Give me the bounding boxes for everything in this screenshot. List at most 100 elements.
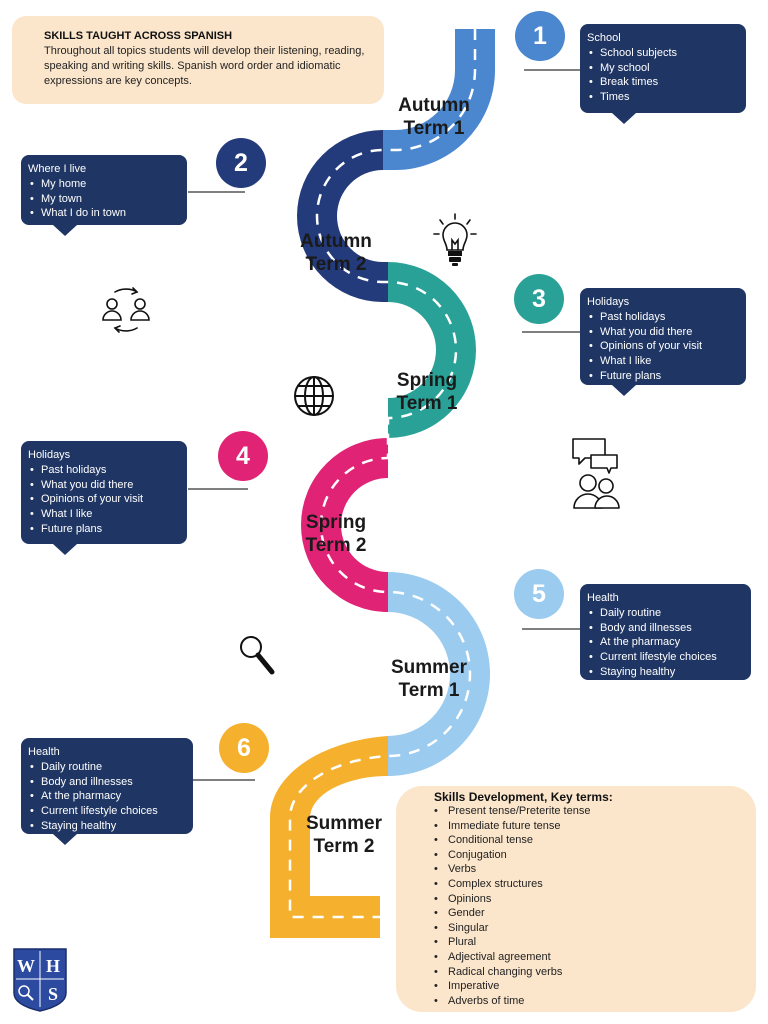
topic-title: Health [28,746,60,758]
term-label-summer-2: Summer Term 2 [289,812,399,858]
term-label-line2: Term 2 [305,254,367,275]
bubble-tail [612,385,636,396]
road-segment-autumn-1 [383,29,495,170]
term-number-3: 3 [514,274,564,324]
term-label-autumn-1: Autumn Term 1 [379,94,489,140]
topic-item: My school [587,61,738,76]
term-label-autumn-2: Autumn Term 2 [281,230,391,276]
topic-item: Staying healthy [587,665,743,680]
topic-item: What I like [28,507,179,522]
key-term-item: Opinions [434,892,746,907]
intro-title: SKILLS TAUGHT ACROSS SPANISH [44,30,233,42]
term-label-line1: Spring [305,512,367,533]
bubble-tail [53,225,77,236]
topic-item: My home [28,177,179,192]
bubble-tail [53,544,77,555]
term-number-2: 2 [216,138,266,188]
topic-item: Staying healthy [28,819,185,834]
road-segment-autumn-2 [297,130,388,302]
topic-item: Body and illnesses [28,775,185,790]
key-term-item: Radical changing verbs [434,965,746,980]
bubble-tail [53,834,77,845]
topic-item: Daily routine [587,606,743,621]
topic-item: What you did there [28,478,179,493]
topic-item: Future plans [28,522,179,537]
road-segment-summer-2 [269,736,388,938]
topic-item: Current lifestyle choices [587,650,743,665]
school-logo: W H S [13,948,67,1012]
topic-item: At the pharmacy [587,635,743,650]
key-terms-title: Skills Development, Key terms: [434,790,613,804]
term-number-5: 5 [514,569,564,619]
key-term-item: Complex structures [434,877,746,892]
road-segment-summer-1 [388,572,490,776]
globe-icon [294,376,334,416]
intro-panel: SKILLS TAUGHT ACROSS SPANISH Throughout … [12,16,384,104]
term-label-line1: Summer [305,813,383,834]
topic-bubble-6: Health Daily routine Body and illnesses … [21,738,193,834]
topic-item: Future plans [587,369,738,384]
term-label-line1: Autumn [398,95,470,116]
term-label-line1: Autumn [300,231,372,252]
topic-item: Body and illnesses [587,621,743,636]
topic-title: Health [587,592,619,604]
topic-item: At the pharmacy [28,789,185,804]
people-exchange-icon [102,287,150,333]
topic-title: Where I live [28,163,87,175]
svg-text:H: H [46,956,60,976]
topic-item: Past holidays [587,310,738,325]
key-term-item: Immediate future tense [434,819,746,834]
lightbulb-icon [433,213,477,266]
term-label-spring-1: Spring Term 1 [372,369,482,415]
key-terms-panel: Skills Development, Key terms: Present t… [396,786,756,1012]
key-term-item: Adverbs of time [434,994,746,1009]
topic-bubble-2: Where I live My home My town What I do i… [21,155,187,225]
topic-item: Break times [587,75,738,90]
topic-item: School subjects [587,46,738,61]
key-term-item: Verbs [434,862,746,877]
key-term-item: Adjectival agreement [434,950,746,965]
topic-item: What I do in town [28,206,179,221]
key-term-item: Present tense/Preterite tense [434,804,746,819]
term-label-line1: Summer [390,657,468,678]
topic-bubble-3: Holidays Past holidays What you did ther… [580,288,746,385]
term-label-spring-2: Spring Term 2 [281,511,391,557]
key-term-item: Conditional tense [434,833,746,848]
speech-people-icon [572,438,620,509]
term-label-line1: Spring [396,370,458,391]
magnifier-icon [240,636,275,675]
topic-item: Daily routine [28,760,185,775]
term-label-line2: Term 1 [398,680,460,701]
topic-title: Holidays [587,296,630,308]
topic-title: Holidays [28,449,71,461]
topic-bubble-1: School School subjects My school Break t… [580,24,746,113]
key-term-item: Plural [434,935,746,950]
key-term-item: Gender [434,906,746,921]
intro-text: Throughout all topics students will deve… [44,45,365,87]
topic-item: Current lifestyle choices [28,804,185,819]
term-label-line2: Term 1 [396,393,458,414]
topic-item: Past holidays [28,463,179,478]
term-number-4: 4 [218,431,268,481]
topic-title: School [587,32,621,44]
topic-bubble-4: Holidays Past holidays What you did ther… [21,441,187,544]
term-number-1: 1 [515,11,565,61]
svg-text:S: S [48,984,58,1004]
topic-item: Opinions of your visit [28,492,179,507]
term-number-6: 6 [219,723,269,773]
road-segment-spring-2 [301,438,388,612]
topic-item: Times [587,90,738,105]
svg-text:W: W [17,956,35,976]
topic-item: My town [28,192,179,207]
term-label-line2: Term 1 [403,118,465,139]
key-term-item: Conjugation [434,848,746,863]
topic-item: What you did there [587,325,738,340]
road-segment-spring-1 [388,262,476,438]
term-label-line2: Term 2 [305,535,367,556]
key-term-item: Singular [434,921,746,936]
topic-item: What I like [587,354,738,369]
topic-item: Opinions of your visit [587,339,738,354]
key-term-item: Imperative [434,979,746,994]
key-terms-list: Present tense/Preterite tenseImmediate f… [434,804,746,1008]
